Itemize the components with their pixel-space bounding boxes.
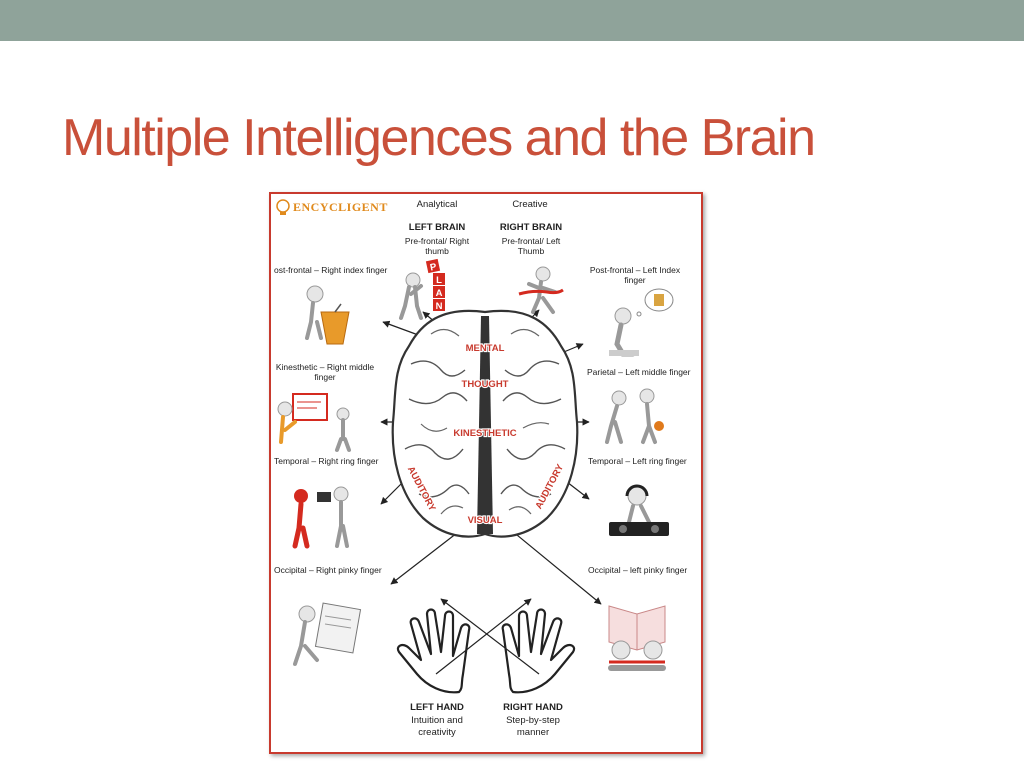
figure-teacher (277, 393, 351, 452)
left-brain-sub-line2: thumb (425, 246, 449, 256)
figure-thinker (609, 288, 674, 357)
right-hand-sub-line1: Step-by-step (506, 715, 560, 726)
header-analytical: Analytical (417, 199, 458, 210)
figure-photographer (292, 486, 349, 549)
brain-illustration (391, 309, 579, 538)
headphones-icon (625, 484, 649, 497)
newspaper-icon (314, 602, 362, 654)
header-right-brain: RIGHT BRAIN (500, 222, 562, 233)
figure-book-readers (608, 605, 666, 671)
figure-reader (293, 602, 362, 666)
top-bar (0, 0, 1024, 41)
right-brain-sub-line1: Pre-frontal/ Left (502, 236, 561, 246)
figure-dj (609, 484, 669, 536)
brain-label-kinesthetic: KINESTHETIC (453, 428, 516, 439)
basketball-icon (654, 421, 664, 431)
plan-letter-p: P (429, 261, 438, 273)
brain-label-mental: MENTAL (466, 343, 505, 354)
camera-icon (317, 492, 331, 502)
plan-letter-l: L (436, 275, 442, 286)
left-hand-title: LEFT HAND (410, 702, 464, 713)
label-left-occipital: Occipital – Right pinky finger (274, 565, 382, 575)
figure-planner: P L A N (399, 258, 445, 320)
plan-letter-a: A (436, 288, 443, 299)
brain-poster: ENCYCLIGENT Analytical Creative LEFT BRA… (269, 192, 703, 754)
brand-logo: ENCYCLIGENT (276, 199, 388, 215)
brain-label-visual: VISUAL (468, 515, 503, 526)
label-kinesthetic-line1: Kinesthetic – Right middle (276, 362, 375, 372)
header-creative: Creative (512, 199, 547, 210)
figure-speaker (305, 285, 350, 345)
brand-name: ENCYCLIGENT (293, 200, 388, 214)
label-right-parietal: Parietal – Left middle finger (587, 367, 691, 377)
idea-icon (654, 294, 664, 306)
poster-illustration: ENCYCLIGENT Analytical Creative LEFT BRA… (274, 199, 691, 738)
right-brain-sub-line2: Thumb (518, 246, 545, 256)
brain-label-thought: THOUGHT (462, 379, 509, 390)
figure-runner (518, 266, 564, 314)
label-left-post-frontal: ost-frontal – Right index finger (274, 265, 388, 275)
right-hand-sub-line2: manner (517, 727, 549, 738)
left-hand-sub-line2: creativity (418, 727, 456, 738)
right-hand-title: RIGHT HAND (503, 702, 563, 713)
label-right-occipital: Occipital – left pinky finger (588, 565, 687, 575)
label-left-temporal: Temporal – Right ring finger (274, 456, 379, 466)
figure-basketball (605, 388, 664, 444)
right-hand-drawing (501, 608, 576, 694)
label-right-temporal: Temporal – Left ring finger (588, 456, 687, 466)
label-right-post-frontal-line2: finger (624, 275, 645, 285)
label-right-post-frontal-line1: Post-frontal – Left Index (590, 265, 681, 275)
left-hand-sub-line1: Intuition and (411, 715, 463, 726)
left-hand-drawing (396, 608, 471, 694)
header-left-brain: LEFT BRAIN (409, 222, 466, 233)
lightbulb-icon (276, 199, 290, 213)
label-kinesthetic-line2: finger (314, 372, 335, 382)
left-brain-sub-line1: Pre-frontal/ Right (405, 236, 470, 246)
slide-title: Multiple Intelligences and the Brain (62, 109, 816, 167)
plan-letter-n: N (436, 301, 443, 312)
